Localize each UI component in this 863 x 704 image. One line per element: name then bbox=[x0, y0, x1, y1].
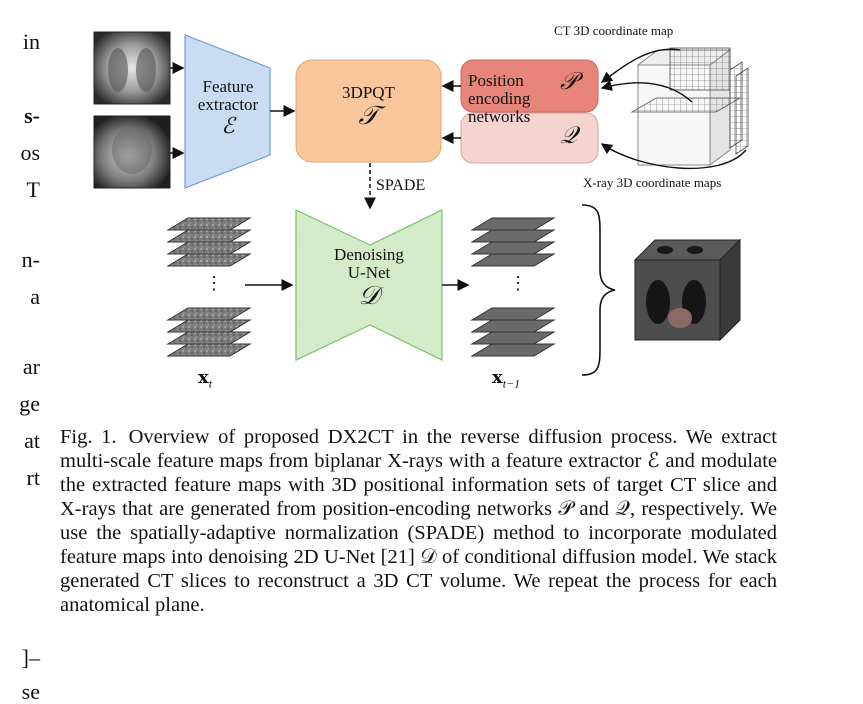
left-column-fragment: s- bbox=[24, 103, 40, 128]
pqt-label: 3DPQT 𝒯 bbox=[342, 83, 395, 130]
feature-extractor-block bbox=[184, 34, 271, 189]
coordinate-map-cube bbox=[630, 47, 749, 166]
left-column-fragment: a bbox=[30, 284, 40, 309]
left-column-fragment: ]– bbox=[21, 645, 40, 670]
pqt-block bbox=[295, 59, 442, 163]
feature-extractor-label: Feature extractor ℰ bbox=[197, 77, 259, 138]
left-column-fragment: in bbox=[22, 29, 40, 54]
caption-text: Overview of proposed DX2CT in the revers… bbox=[60, 426, 777, 616]
left-column-fragment: se bbox=[21, 679, 40, 704]
left-column-fragment: T bbox=[26, 177, 40, 202]
ct-volume-cube bbox=[633, 238, 742, 342]
position-encoding-q-symbol: 𝒬 bbox=[560, 123, 578, 149]
position-encoding-p-symbol: 𝒫 bbox=[560, 69, 578, 95]
spade-label: SPADE bbox=[376, 177, 426, 194]
figure-graphics bbox=[93, 31, 749, 376]
left-column-fragment: os bbox=[20, 140, 40, 165]
left-column-fragment: ge bbox=[19, 391, 40, 416]
position-encoding-label: Position encoding networks bbox=[468, 71, 531, 126]
unet-block bbox=[295, 209, 443, 361]
left-column-fragment: n- bbox=[21, 247, 40, 272]
figure-number: Fig. 1. bbox=[60, 426, 117, 448]
left-column-fragment: ar bbox=[22, 354, 40, 379]
xray-coordinate-maps-label: X-ray 3D coordinate maps bbox=[583, 175, 722, 190]
ct-coordinate-map-label: CT 3D coordinate map bbox=[554, 23, 674, 38]
input-ct-slice-stack bbox=[166, 217, 252, 357]
left-column-fragment: rt bbox=[26, 465, 40, 490]
unet-label: Denoising U-Net 𝒟 bbox=[334, 245, 404, 310]
output-variable-label: 𝐱t−1 bbox=[492, 367, 521, 391]
left-column-fragment: at bbox=[24, 428, 40, 453]
ellipsis-input: ⋮ bbox=[205, 273, 223, 293]
input-variable-label: 𝐱t bbox=[198, 367, 213, 391]
ellipsis-output: ⋮ bbox=[509, 273, 527, 293]
figure-caption: Fig. 1.Overview of proposed DX2CT in the… bbox=[60, 425, 777, 617]
output-ct-slice-stack bbox=[470, 217, 556, 357]
stack-brace bbox=[581, 204, 616, 376]
overview-figure: Feature extractor ℰ 3DPQT 𝒯 Position enc… bbox=[80, 20, 780, 415]
xray-frontal-image bbox=[93, 31, 171, 105]
xray-lateral-image bbox=[93, 115, 171, 189]
